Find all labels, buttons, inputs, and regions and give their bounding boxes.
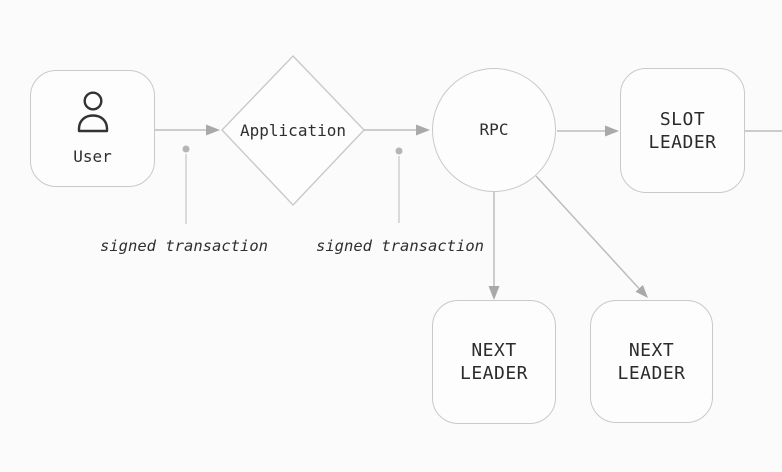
person-icon <box>74 90 112 138</box>
next-leader-right-label-line1: NEXT <box>628 339 675 361</box>
node-rpc: RPC <box>432 68 556 192</box>
rpc-node-label: RPC <box>479 120 509 139</box>
slot-leader-label-line1: SLOT <box>659 108 706 130</box>
next-leader-left-label-line1: NEXT <box>471 340 517 361</box>
next-leader-left-label-line2: LEADER <box>459 363 529 384</box>
node-next-leader-right: NEXT LEADER <box>590 300 713 423</box>
next-leader-right-label-line2: LEADER <box>617 362 686 384</box>
node-next-leader-left: NEXT LEADER <box>432 300 556 424</box>
annotation-leader-2 <box>395 147 403 223</box>
annotation-signed-transaction-2: signed transaction <box>316 237 484 255</box>
node-user: User <box>30 70 155 187</box>
edge-rpc-to-next-leader-left <box>488 192 500 300</box>
slot-leader-label-line2: LEADER <box>648 131 717 153</box>
application-node-label: Application <box>240 121 346 140</box>
annotation-leader-1 <box>182 145 190 224</box>
application-node-shape <box>221 54 365 207</box>
edge-rpc-to-next-leader-right <box>535 175 648 298</box>
node-slot-leader: SLOT LEADER <box>620 68 745 193</box>
annotation-signed-transaction-1: signed transaction <box>100 237 268 255</box>
user-node-label: User <box>73 147 112 166</box>
edge-user-to-application <box>155 124 220 136</box>
edge-application-to-rpc <box>364 124 430 136</box>
edge-rpc-to-slot-leader <box>557 125 619 137</box>
